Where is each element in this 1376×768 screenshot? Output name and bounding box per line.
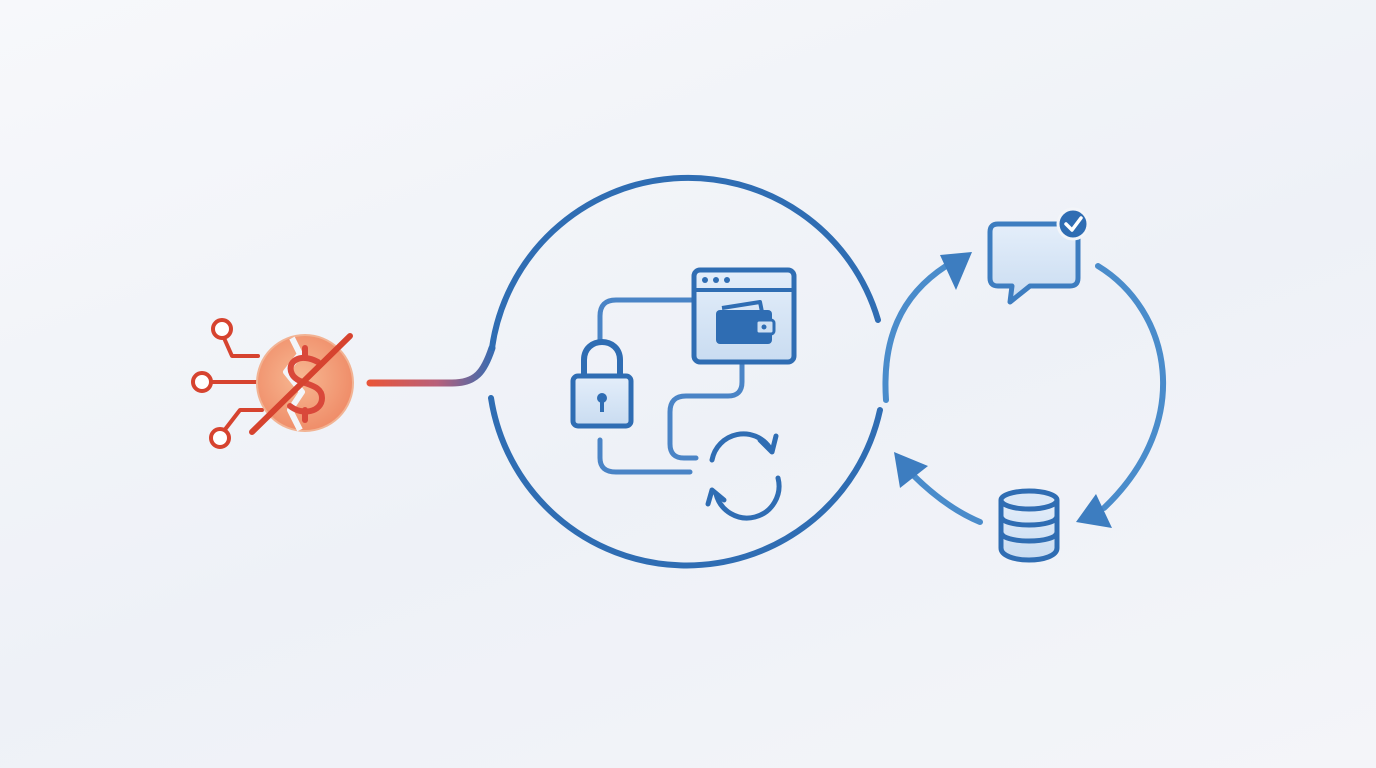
check-badge — [1056, 207, 1090, 241]
sync-arrows-icon — [705, 431, 782, 521]
dollar-glyph — [287, 345, 326, 423]
arrowhead — [940, 252, 972, 290]
padlock-icon — [570, 339, 634, 429]
slash-line — [249, 333, 353, 435]
broken-coin-circuit-icon — [191, 318, 354, 449]
connector-line — [366, 344, 496, 387]
cycle-arrow-down — [1095, 263, 1166, 511]
verified-chat-bubble-icon — [987, 207, 1090, 305]
arrowhead — [1076, 494, 1112, 528]
circuit-node — [211, 318, 233, 340]
cycle-arrow-up — [882, 263, 949, 403]
browser-wallet-icon — [691, 267, 797, 365]
cycle-arrow-back — [909, 471, 983, 525]
hub-circle — [488, 174, 883, 569]
circuit-node — [191, 371, 213, 393]
internal-connectors — [597, 297, 745, 475]
circuit-node — [209, 427, 231, 449]
arrowhead — [894, 452, 928, 488]
database-icon — [998, 488, 1060, 563]
check-icon — [1064, 216, 1083, 232]
